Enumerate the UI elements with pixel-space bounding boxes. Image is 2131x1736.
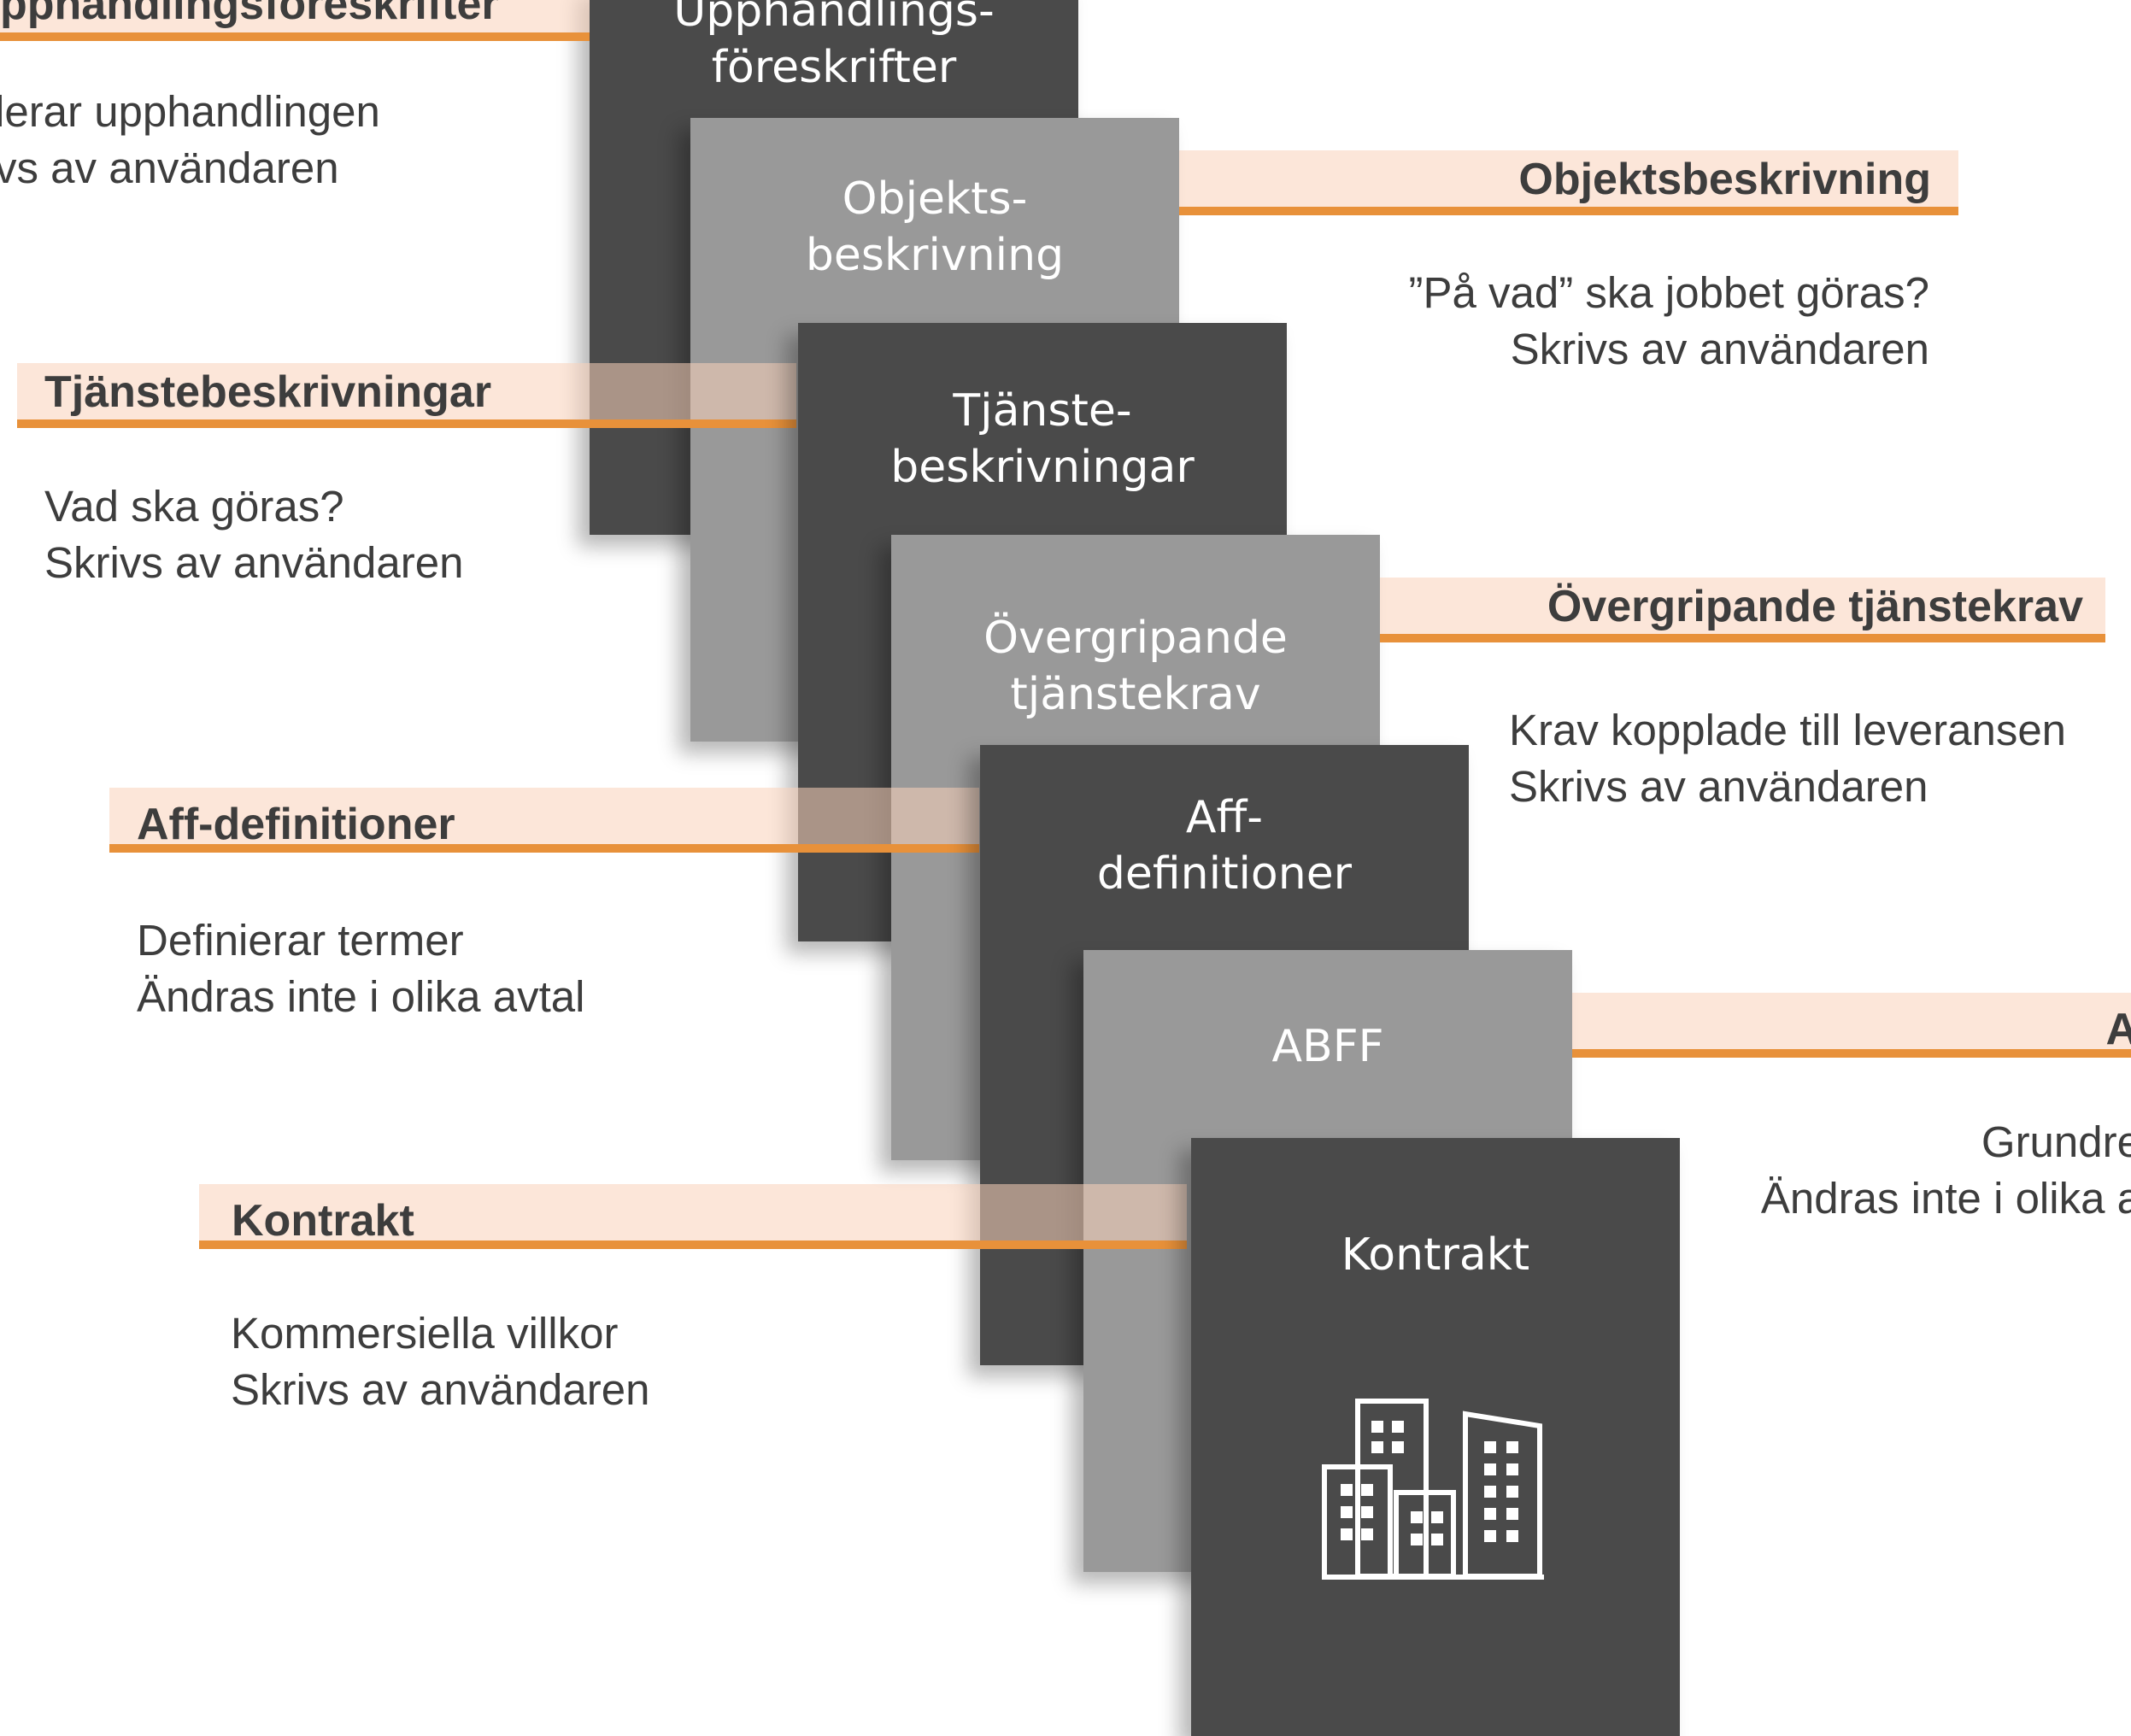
desc-kontrakt: Kommersiella villkor Skrivs av användare… <box>231 1309 650 1414</box>
band-tjanstebeskrivningar: Tjänstebeskrivningar <box>17 363 796 428</box>
band-overgripande: Övergripande tjänstekrav <box>1380 578 2105 642</box>
band-label: Övergripande tjänstekrav <box>1547 582 2083 631</box>
card-title: Objekts- beskrivning <box>805 173 1065 281</box>
card-title: ABFF <box>1271 1021 1384 1072</box>
band-label: Kontrakt <box>232 1196 414 1246</box>
band-aff: Aff-definitioner <box>109 788 979 853</box>
band-abff: A <box>1572 993 2131 1058</box>
desc-aff: Definierar termer Ändras inte i olika av… <box>137 916 585 1021</box>
buildings-icon <box>1322 1399 1544 1580</box>
band-label: A <box>2105 1005 2131 1054</box>
desc-upphandlingsforeskrifter: lerar upphandlingen vs av användaren <box>0 87 380 192</box>
band-label: Aff-definitioner <box>137 800 455 849</box>
band-upphandlingsforeskrifter: pphandlingsföreskrifter <box>0 0 590 41</box>
desc-abff: Grundre Ändras inte i olika a <box>1760 1117 2131 1223</box>
card-title: Upphandlings- föreskrifter <box>673 0 995 93</box>
card-title: Tjänste- beskrivningar <box>890 385 1195 493</box>
band-kontrakt: Kontrakt <box>199 1184 1187 1249</box>
desc-overgripande: Krav kopplade till leveransen Skrivs av … <box>1509 706 2067 811</box>
desc-tjanstebeskrivningar: Vad ska göras? Skrivs av användaren <box>44 482 464 587</box>
card-title: Övergripande tjänstekrav <box>983 613 1288 720</box>
card-title: Kontrakt <box>1341 1229 1530 1281</box>
band-label: Tjänstebeskrivningar <box>44 367 492 417</box>
band-label: pphandlingsföreskrifter <box>0 0 499 29</box>
card-kontrakt: Kontrakt <box>1191 1138 1680 1736</box>
band-label: Objektsbeskrivning <box>1518 155 1931 204</box>
desc-objektsbeskrivning: ”På vad” ska jobbet göras? Skrivs av anv… <box>1408 268 1929 373</box>
card-title: Aff- definitioner <box>1096 792 1353 900</box>
band-objektsbeskrivning: Objektsbeskrivning <box>1179 150 1958 215</box>
